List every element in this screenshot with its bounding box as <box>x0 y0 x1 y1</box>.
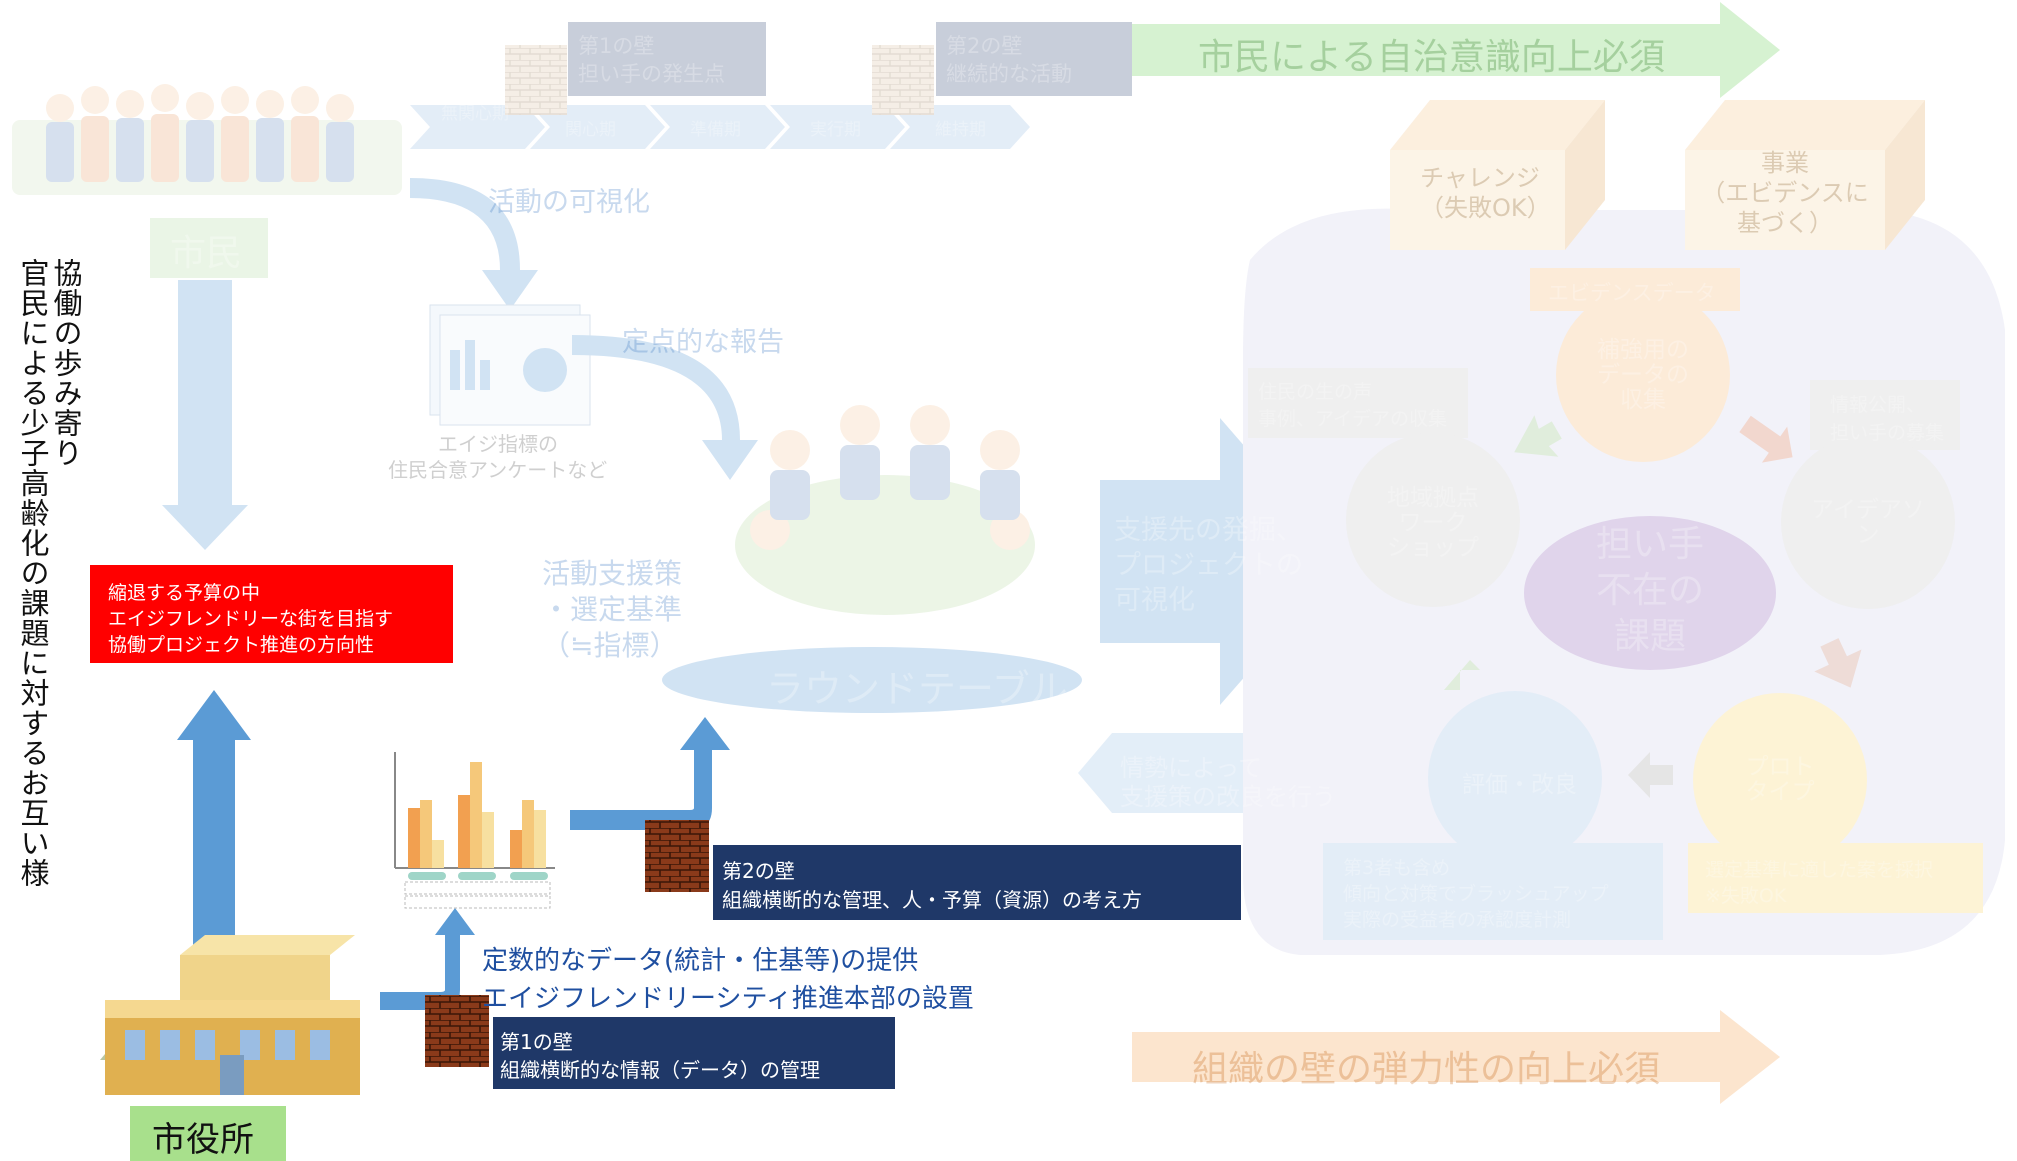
citizen-banner: 市民による自治意識向上必須 <box>1198 37 1665 78</box>
evaluation-label-1: 第3者も含め <box>1343 857 1451 879</box>
phase-2: 関心期 <box>565 120 616 140</box>
vertical-text-1: 協働の歩み寄り <box>49 258 83 468</box>
challenge-3d-box <box>1390 100 1605 250</box>
city-wall2-title: 第2の壁 <box>722 859 795 883</box>
city-to-chart-arrow <box>380 908 475 1010</box>
city-hall-illustration <box>100 935 360 1095</box>
red-box-line1: 縮退する予算の中 <box>108 582 261 604</box>
evaluation-label-3: 実際の受益者の承認度計測 <box>1343 909 1572 931</box>
wall1-box <box>493 1017 895 1089</box>
discovery-3: 可視化 <box>1114 585 1195 616</box>
evidence-label: エビデンスデータ <box>1548 281 1716 305</box>
city-wall2-body: 組織横断的な管理、人・予算（資源）の考え方 <box>722 888 1142 912</box>
citizen-wall1-title: 第1の壁 <box>578 34 655 58</box>
phase-1: 無関心期 <box>441 104 509 124</box>
evaluation-text: 評価・改良 <box>1462 772 1577 798</box>
disclosure-1: 情報公開、 <box>1830 394 1926 416</box>
center-text: 担い手不在の課題 <box>1595 524 1704 657</box>
red-direction-box <box>90 565 453 663</box>
city-banner: 組織の壁の弾力性の向上必須 <box>1192 1049 1661 1090</box>
voices-2: 事例、アイデアの収集 <box>1258 408 1448 430</box>
support-label-3: （≒指標） <box>542 629 678 662</box>
city-wall1-title: 第1の壁 <box>500 1030 573 1054</box>
citizen-wall1-body: 担い手の発生点 <box>578 62 725 86</box>
citizen-wall2-title: 第2の壁 <box>946 34 1023 58</box>
faded-citizen-layer <box>12 2 2005 1104</box>
bar-chart-illustration <box>394 752 555 909</box>
disclosure-2: 担い手の募集 <box>1830 422 1945 444</box>
city-wall1-body: 組織横断的な情報（データ）の管理 <box>500 1058 820 1082</box>
wall2-box <box>713 845 1241 920</box>
wall2-brick-icon <box>645 820 709 892</box>
visualize-label: 活動の可視化 <box>488 187 650 218</box>
red-box-line2: エイジフレンドリーな街を目指す <box>108 608 394 630</box>
chart-to-roundtable-arrow <box>570 717 730 830</box>
survey-label-2: 住民合意アンケートなど <box>388 458 608 482</box>
phase-5: 維持期 <box>935 120 986 140</box>
wall1-brick-icon <box>425 995 489 1067</box>
survey-label-1: エイジ指標の <box>438 432 558 456</box>
report-label: 定点的な報告 <box>622 327 784 358</box>
prototype-label-1: 選定基準に適した案を採択 <box>1705 859 1934 881</box>
city-label-bg <box>130 1106 286 1161</box>
voices-1: 住民の生の声 <box>1258 381 1373 403</box>
phase-3: 準備期 <box>690 120 741 140</box>
support-label-1: 活動支援策 <box>542 557 683 590</box>
red-box-line3: 協働プロジェクト推進の方向性 <box>108 634 375 656</box>
citizen-label: 市民 <box>170 233 243 274</box>
business-text: 事業（エビデンスに基づく） <box>1701 149 1869 237</box>
support-label-2: ・選定基準 <box>542 593 683 626</box>
meeting-illustration <box>735 405 1035 615</box>
phase-4: 実行期 <box>810 120 861 140</box>
citizen-wall2-body: 継続的な活動 <box>946 62 1072 86</box>
evaluation-label-2: 傾向と対策でブラッシュアップ <box>1343 883 1609 905</box>
discovery-1: 支援先の発掘、 <box>1114 515 1303 546</box>
feedback-1: 情勢によって <box>1120 754 1263 782</box>
vertical-text-2: 官民による少子高齢化の課題に対するお互い様 <box>16 258 50 888</box>
prototype-label-2: ※失敗OK <box>1705 885 1787 907</box>
business-3d-box <box>1685 100 1925 250</box>
data-provision-1: 定数的なデータ(統計・住基等)の提供 <box>482 946 919 976</box>
feedback-2: 支援策の改良を行う <box>1120 783 1336 811</box>
ideathon-text: アイデアソン <box>1811 497 1925 548</box>
discovery-2: プロジェクトの <box>1114 550 1303 581</box>
challenge-text: チャレンジ（失敗OK） <box>1420 164 1551 222</box>
data-provision-2: エイジフレンドリーシティ推進本部の設置 <box>482 984 974 1014</box>
reinforce-text: 補強用のデータの収集 <box>1597 337 1689 413</box>
citizens-illustration <box>12 84 402 195</box>
city-label: 市役所 <box>152 1120 254 1160</box>
prototype-text: プロトタイプ <box>1745 754 1815 805</box>
workshop-text: 地域拠点ワークショップ <box>1387 485 1479 561</box>
city-up-arrow <box>177 690 251 960</box>
roundtable-label: ラウンドテーブル <box>766 667 1068 711</box>
